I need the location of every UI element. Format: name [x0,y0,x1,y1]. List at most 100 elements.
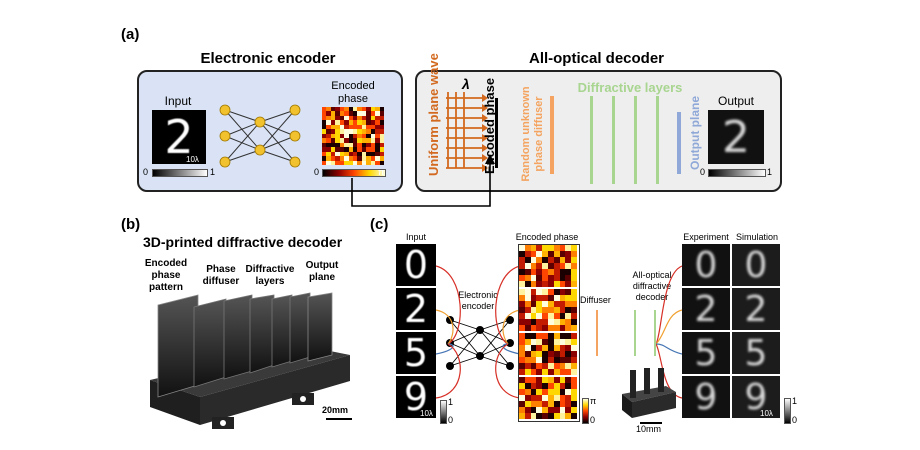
phase-cell [524,319,531,325]
phase-cell [571,389,577,395]
phase-cell [366,147,371,152]
phase-cell [553,325,560,331]
phase-cell [553,251,560,257]
phase-cell [542,257,548,263]
phase-cell [370,156,376,161]
phase-cell [524,389,531,395]
phase-cell [571,369,577,375]
phase-cell [536,281,543,287]
phase-cell [366,111,371,116]
input-colorbar [152,169,208,177]
lambda-symbol: λ [462,76,470,92]
phase-cell [339,138,345,143]
phase-cell [530,313,537,319]
phase-cell [524,357,531,363]
encoded-phase-label: Encoded phase [331,80,375,105]
phase-cell [559,369,566,375]
phase-cell [326,111,331,116]
phase-cell [553,307,560,313]
phase-cell [548,251,554,257]
phase-cell [519,307,525,313]
phase-cell [553,289,560,295]
phase-cell [571,383,577,389]
phase-cell [553,269,560,275]
phase-cell [524,251,531,257]
phase-cell [536,263,543,269]
phase-cell [559,289,566,295]
phase-cell [536,245,543,251]
phase-cell [366,124,371,130]
phase-cell [339,124,345,130]
phase-cell [524,295,531,301]
phase-cell [571,289,577,295]
phase-cell [524,363,531,369]
phase-cell [559,413,566,419]
phase-cell [344,107,349,112]
phase-cell [375,111,380,116]
phase-cell [322,160,327,165]
panel-b-scale-bar [326,418,352,420]
phase-cell [542,245,548,251]
phase-cell [536,251,543,257]
phase-cell [366,138,371,143]
uniform-plane-wave-text: Uniform plane wave [426,53,441,176]
input-digit-image: 2 [152,110,206,164]
phase-cell [326,107,331,112]
phase-cell [530,351,537,357]
c-decoder-layer-1 [634,310,636,356]
phase-cell [530,401,537,407]
phase-cell [542,413,548,419]
phase-cell [571,333,577,339]
phase-cell [536,313,543,319]
phase-cell [536,407,543,413]
c-encoded-phase-2 [519,289,577,331]
panel-label-b: (b) [121,216,141,233]
phase-cell [524,339,531,345]
phase-cell [352,111,358,116]
phase-cell [379,138,384,143]
phase-cell [335,151,340,157]
input-cbar-max: 1 [210,167,216,177]
phase-cell [326,156,331,161]
phase-cell [361,111,367,116]
c-simulation-0: 0 [732,244,780,286]
panel-label-c: (c) [370,216,389,233]
phase-cell [571,407,577,413]
phase-cell [335,111,340,116]
phase-cell [571,269,577,275]
phase-cell [565,301,572,307]
phase-cell [542,407,548,413]
phase-cell [361,160,367,165]
phase-cell [375,115,380,121]
phase-cell [553,257,560,263]
phase-cell [542,301,548,307]
phase-cell [524,395,531,401]
phase-cell [352,133,358,139]
c-simulation-header: Simulation [735,232,779,242]
phase-cell [519,257,525,263]
c-decoder-layer-2 [654,310,656,356]
c-electronic-encoder-label: Electronic encoder [458,290,498,311]
phase-cell [559,377,566,383]
phase-cell [536,413,543,419]
phase-cell [361,156,367,161]
phase-cell [361,129,367,134]
phase-cell [530,263,537,269]
phase-cell [542,251,548,257]
decoder-title: All-optical decoder [528,50,665,67]
phase-cell [361,124,367,130]
phase-cell [565,383,572,389]
c-input-digit-2: 2 [396,288,436,330]
phase-cell [357,142,362,148]
phase-cell [375,120,380,125]
phase-cell [548,351,554,357]
phase-cell [571,325,577,331]
phase-cell [542,319,548,325]
phase-cell [326,138,331,143]
c-simulation-2-text: 2 [744,288,768,330]
c-input-digit-5: 5 [396,332,436,374]
c-input-digit-0: 0 [396,244,436,286]
phase-cell [571,263,577,269]
phase-cell [339,107,345,112]
c-encoded-phase-header: Encoded phase [515,232,579,242]
